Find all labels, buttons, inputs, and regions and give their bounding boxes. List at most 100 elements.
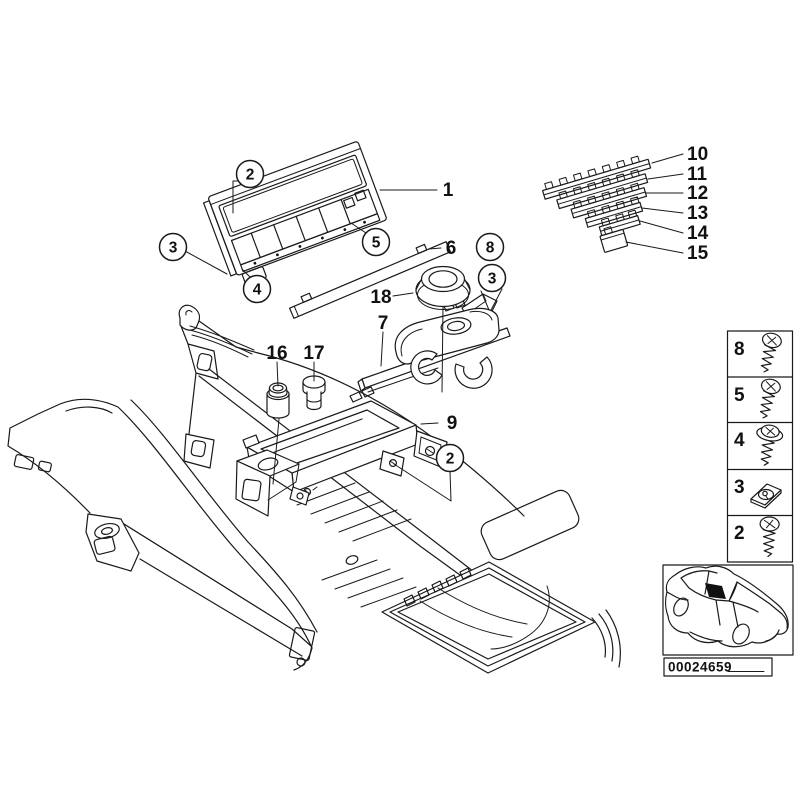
console-side-bracket (85, 513, 140, 572)
trim-ring-part (415, 265, 471, 310)
panel-left-cap (202, 200, 238, 277)
lighter-housing-front (235, 460, 271, 517)
code-box-border (663, 657, 773, 677)
screw-icon (753, 376, 783, 421)
console-left-vent-slot (13, 454, 35, 470)
plain-callouts: 1 6 18 7 16 17 9 10 11 12 13 14 15 (266, 144, 708, 434)
callout-label-13[interactable]: 13 (687, 203, 708, 224)
svg-text:2: 2 (446, 451, 455, 468)
callout-circle-4[interactable]: 4 (242, 274, 272, 304)
rear-tray-interior (419, 585, 550, 650)
legend-num-4[interactable]: 4 (734, 430, 745, 451)
lighter-housing-side (267, 463, 300, 501)
car-roof-lines (666, 570, 788, 642)
callout-label-14[interactable]: 14 (687, 223, 709, 244)
lighter-housing-detail (241, 478, 262, 502)
center-console-art (7, 304, 621, 674)
panel-window (218, 154, 367, 237)
slat-stack (542, 155, 652, 253)
arm-plate-upper-hole (196, 352, 213, 372)
console-side-edges (123, 523, 313, 671)
callout-label-9[interactable]: 9 (447, 413, 458, 434)
fastener-legend-table: 8 5 4 3 2 (726, 330, 794, 563)
ashtray-right-screw (424, 445, 436, 457)
wiring-arm-hook-inner (185, 310, 193, 316)
console-front-hole (296, 657, 306, 667)
cupholder-part (357, 293, 511, 393)
callout-circle-5[interactable]: 5 (361, 227, 391, 257)
car-front-wheel (732, 623, 750, 645)
ashtray-foot-left (289, 486, 310, 506)
callout-label-15[interactable]: 15 (687, 243, 709, 264)
cupholder-recess (440, 317, 472, 335)
ring-sides (415, 278, 471, 291)
cup-ring-right (454, 356, 493, 389)
legend-num-5[interactable]: 5 (734, 385, 745, 406)
car-box-border (662, 564, 794, 656)
ashtray-insert-part (235, 386, 448, 517)
screw-washer-icon (750, 422, 785, 469)
plug-lower (306, 391, 322, 411)
ashtray-left-tab (242, 434, 260, 449)
callout-label-17[interactable]: 17 (303, 343, 324, 364)
callout-circle-2b[interactable]: 2 (435, 443, 465, 473)
slat-12 (570, 182, 648, 219)
panel-top-edge (210, 148, 361, 206)
rear-tray-clips (403, 567, 472, 607)
cigarette-lighter-part (266, 382, 290, 419)
svg-text:5: 5 (372, 235, 381, 252)
console-front-shell (7, 398, 318, 649)
bracket-square-hole (93, 535, 116, 555)
screw-icon (757, 515, 781, 558)
diagram-code: 00024659 (668, 660, 732, 675)
cupholder-recess-inner (446, 320, 466, 332)
bracket-oval-hole (94, 522, 120, 540)
callout-label-6[interactable]: 6 (446, 238, 457, 259)
ring-hole (428, 270, 458, 288)
legend-dividers (726, 376, 794, 517)
circled-callouts: 2 3 4 5 8 3 2 (158, 159, 507, 473)
deck-recess (480, 489, 580, 561)
callout-circle-8[interactable]: 8 (475, 232, 505, 262)
slat-13 (584, 196, 644, 228)
strip-body (289, 241, 451, 319)
car-rear-wheel (673, 597, 689, 617)
lighter-barrel (266, 393, 290, 419)
svg-text:4: 4 (253, 282, 262, 299)
arm-plate-upper (187, 343, 219, 380)
svg-text:3: 3 (169, 240, 178, 257)
arm-plate-lower-hole (190, 440, 207, 458)
car-top-left-view-icon (665, 565, 789, 648)
leader-lines (184, 153, 684, 502)
strip-end-line (293, 305, 300, 317)
callout-circle-2a[interactable]: 2 (235, 159, 265, 189)
cupholder-body (394, 307, 500, 365)
cupholder-rail-lower (367, 367, 439, 393)
blank-plug-part (302, 375, 326, 411)
cupholder-body-lines (400, 310, 493, 357)
legend-num-8[interactable]: 8 (734, 339, 745, 360)
center-console-marker (705, 583, 726, 599)
callout-label-7[interactable]: 7 (378, 313, 389, 334)
plug-mid-line (306, 398, 322, 403)
svg-text:3: 3 (488, 271, 497, 288)
ashtray-top-tabs (349, 386, 375, 403)
callout-label-12[interactable]: 12 (687, 183, 708, 204)
callout-circle-3a[interactable]: 3 (158, 232, 188, 262)
callout-label-11[interactable]: 11 (687, 164, 708, 185)
legend-num-2[interactable]: 2 (734, 523, 745, 544)
callout-circle-3b[interactable]: 3 (477, 263, 507, 293)
callout-label-10[interactable]: 10 (687, 144, 708, 165)
callout-label-1[interactable]: 1 (443, 180, 454, 201)
legend-num-3[interactable]: 3 (734, 477, 745, 498)
trim-panel-part (202, 141, 387, 286)
callout-label-16[interactable]: 16 (266, 343, 287, 364)
rear-right-trim-curves (591, 609, 621, 668)
callout-label-18[interactable]: 18 (370, 287, 391, 308)
arm-plate-lower (183, 433, 215, 469)
car-locator (662, 564, 794, 656)
car-body-outline (665, 565, 789, 648)
clip-nut-icon (750, 483, 782, 509)
svg-text:2: 2 (246, 167, 255, 184)
